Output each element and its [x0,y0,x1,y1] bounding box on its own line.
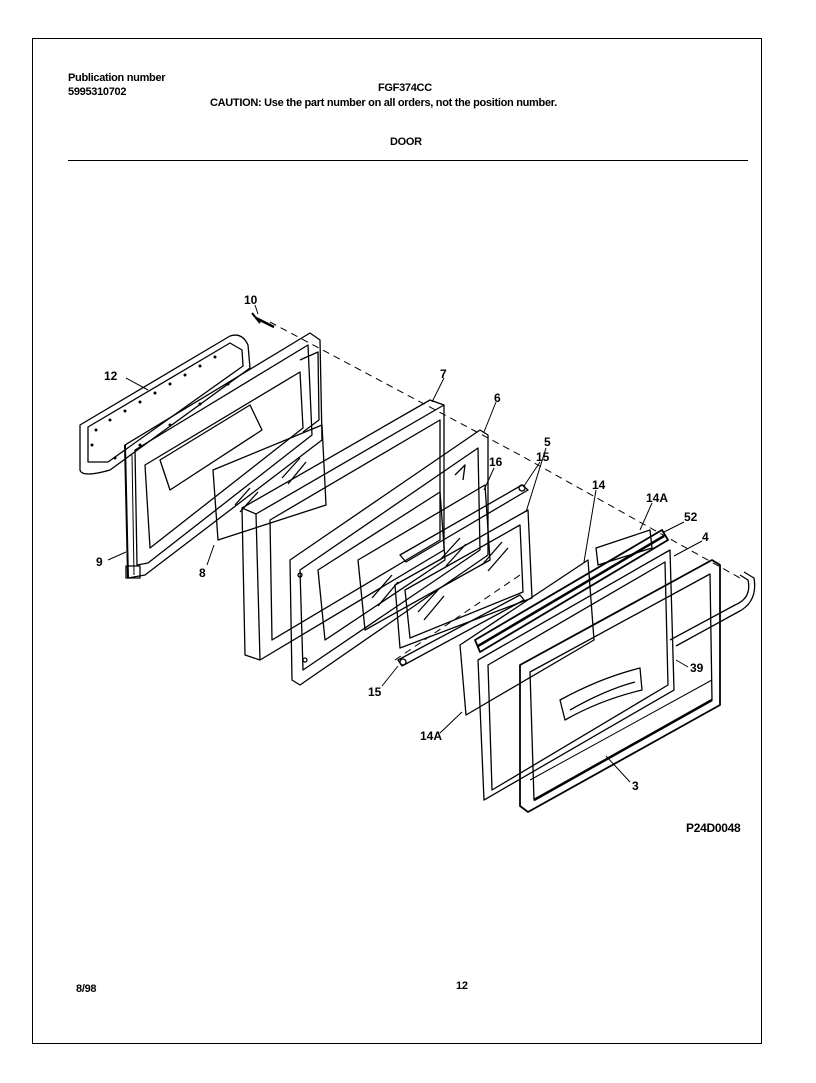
insulation-part-7 [241,399,445,661]
leader-15a [523,461,541,487]
footer-date: 8/98 [76,983,97,995]
callout-14A-bottom: 14A [420,729,442,743]
callout-7: 7 [440,367,447,381]
callout-8: 8 [199,566,206,580]
section-title: DOOR [390,136,422,148]
leader-14A-top [639,502,653,531]
leader-14A-bottom [439,711,463,734]
figure-code: P24D0048 [686,821,741,835]
callout-39: 39 [690,661,704,675]
callout-12: 12 [104,369,118,383]
header-divider [68,160,748,161]
leader-15b [381,665,399,687]
outer-door-part-4 [519,559,721,813]
callout-6: 6 [494,391,501,405]
bracket-part-15-upper [399,484,529,563]
inner-panel-part-6 [289,429,489,686]
glass-part-14 [459,559,595,716]
leader-12 [125,377,149,391]
callout-16: 16 [489,455,503,469]
alignment-line-top [269,321,741,579]
page-number: 12 [456,980,468,992]
leader-39 [675,659,689,668]
page-border [32,38,762,1044]
leader-6 [483,401,497,433]
callout-15-lower: 15 [368,685,382,699]
glass-part-16 [357,484,491,631]
handle-part-39 [669,571,756,647]
publication-number: 5995310702 [68,86,127,98]
model-number: FGF374CC [378,82,432,94]
leader-52 [663,521,685,533]
glass-part-14A-bottom [477,549,675,801]
leader-8 [206,544,215,566]
caution-text: CAUTION: Use the part number on all orde… [210,97,557,109]
callout-3: 3 [632,779,639,793]
publication-label: Publication number [68,72,166,84]
callout-4: 4 [702,530,709,544]
bracket-part-15-lower [397,594,525,667]
leader-10 [254,304,259,315]
trim-part-52 [474,529,669,653]
inner-door-part-9 [124,332,323,579]
callout-10: 10 [244,293,258,307]
callout-52: 52 [684,510,698,524]
leader-5 [525,447,547,513]
callout-5: 5 [544,435,551,449]
leader-3 [605,755,631,783]
callout-9: 9 [96,555,103,569]
leader-4 [673,540,703,557]
leader-9 [107,551,127,561]
leader-7 [431,377,445,403]
glass-part-5 [394,509,533,649]
callout-15-upper: 15 [536,450,550,464]
screw-part-10 [251,312,275,329]
glass-part-14A-top [595,529,653,566]
leader-16 [483,467,495,491]
callout-14A-top: 14A [646,491,668,505]
callout-14: 14 [592,478,606,492]
leader-14 [583,489,597,563]
alignment-line-bottom [394,574,521,661]
